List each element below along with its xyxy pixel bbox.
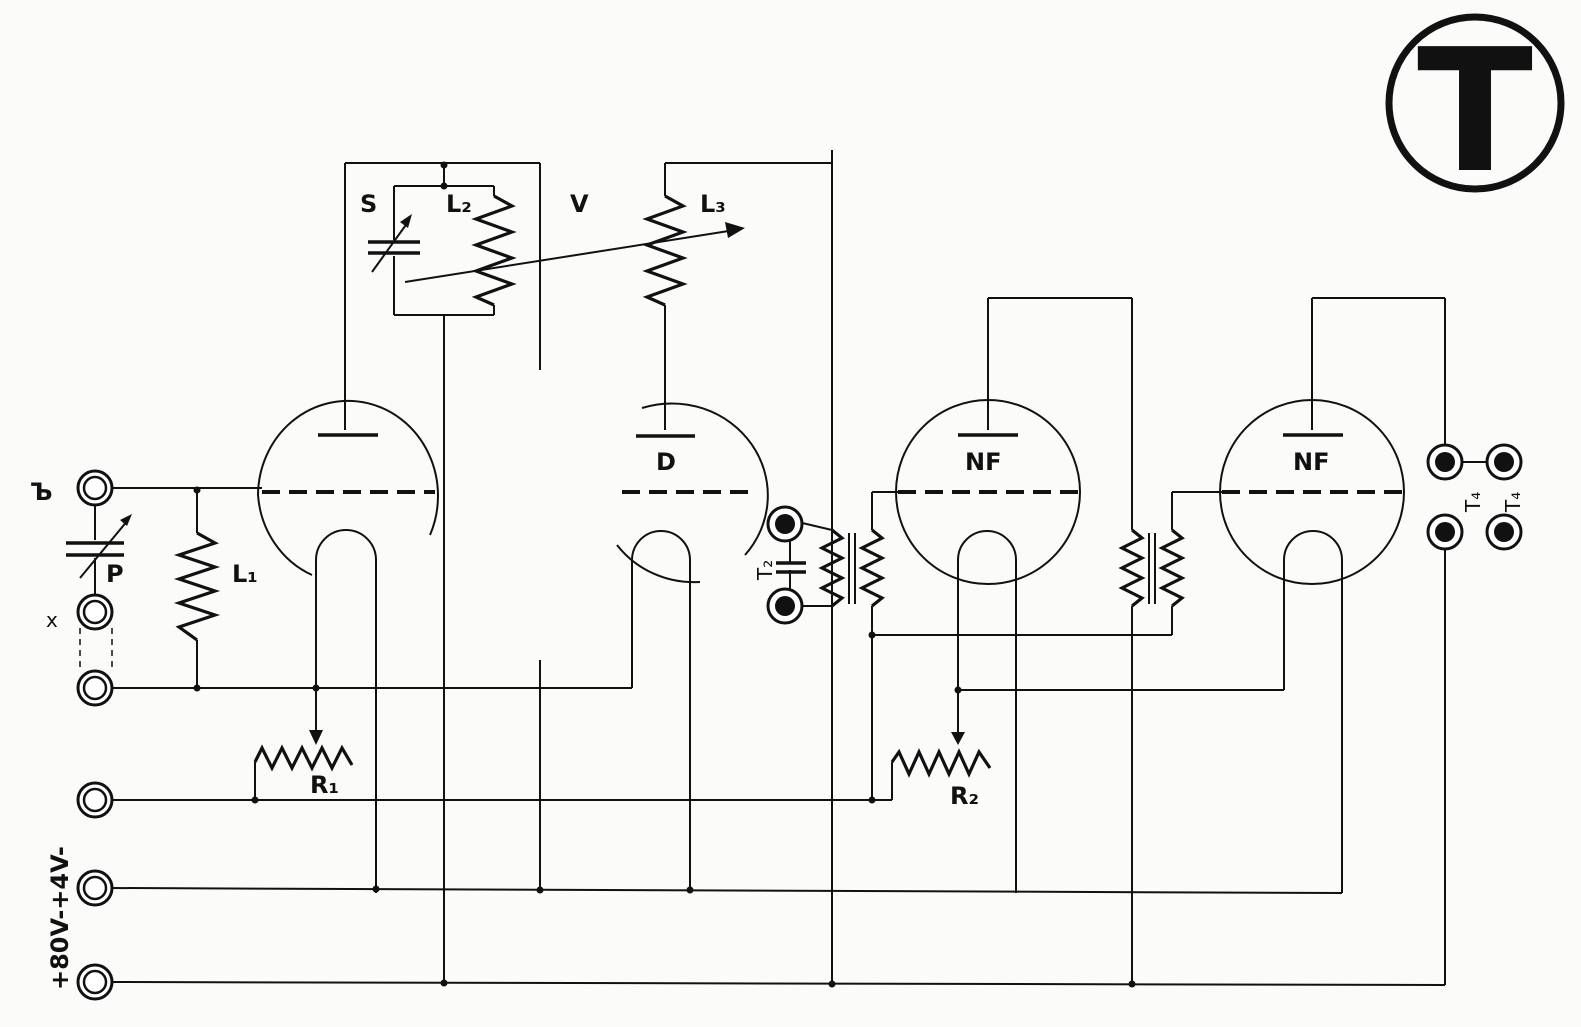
tube-detector [616,402,769,584]
components [66,214,965,745]
label-r1: R₁ [310,771,339,799]
label-nf2: NF [1293,448,1329,476]
label-detector: D [656,448,676,476]
coil-l1 [173,531,221,642]
logo: T [1385,13,1565,211]
tube-1 [257,399,439,578]
label-antenna: Ъ [30,478,53,506]
label-l1: L₁ [232,560,258,588]
label-p: P [106,560,124,588]
antenna-terminal [76,469,114,507]
t4-jack-3 [1485,443,1523,481]
label-l3: L₃ [700,190,726,218]
coil-l3 [642,194,688,307]
t2-jack-top [766,505,804,543]
t4-jack-4 [1485,513,1523,551]
junctions [193,161,1136,988]
label-s: S [360,190,377,218]
ground-terminal [76,669,114,707]
minus-4v-terminal [76,781,114,819]
label-v: V [570,190,589,218]
label-t4a: T₄ [1461,492,1485,513]
plus-4v-terminal [76,869,114,907]
wiring [79,150,1488,986]
label-nf1: NF [965,448,1001,476]
label-earth: x [46,608,58,632]
t4-jack-1 [1426,443,1464,481]
resistor-r1 [253,744,354,772]
label-supply: +80V-+4V- [46,846,74,990]
coils [173,194,1186,778]
plus-80v-terminal [76,963,114,1001]
resistor-r2 [890,748,992,778]
logo-letter: T [1417,13,1533,211]
labels: Ъ x P L₁ S L₂ V L₃ D NF NF R₁ R₂ T₂ T₄ T… [30,190,1525,990]
coil-l2 [471,194,517,307]
label-t4b: T₄ [1501,492,1525,513]
label-r2: R₂ [950,782,979,810]
label-l2: L₂ [446,190,472,218]
earth-terminal [76,593,114,631]
label-t2: T₂ [753,560,777,581]
t4-jack-2 [1426,513,1464,551]
terminals [76,443,1523,1001]
t2-jack-bottom [766,587,804,625]
